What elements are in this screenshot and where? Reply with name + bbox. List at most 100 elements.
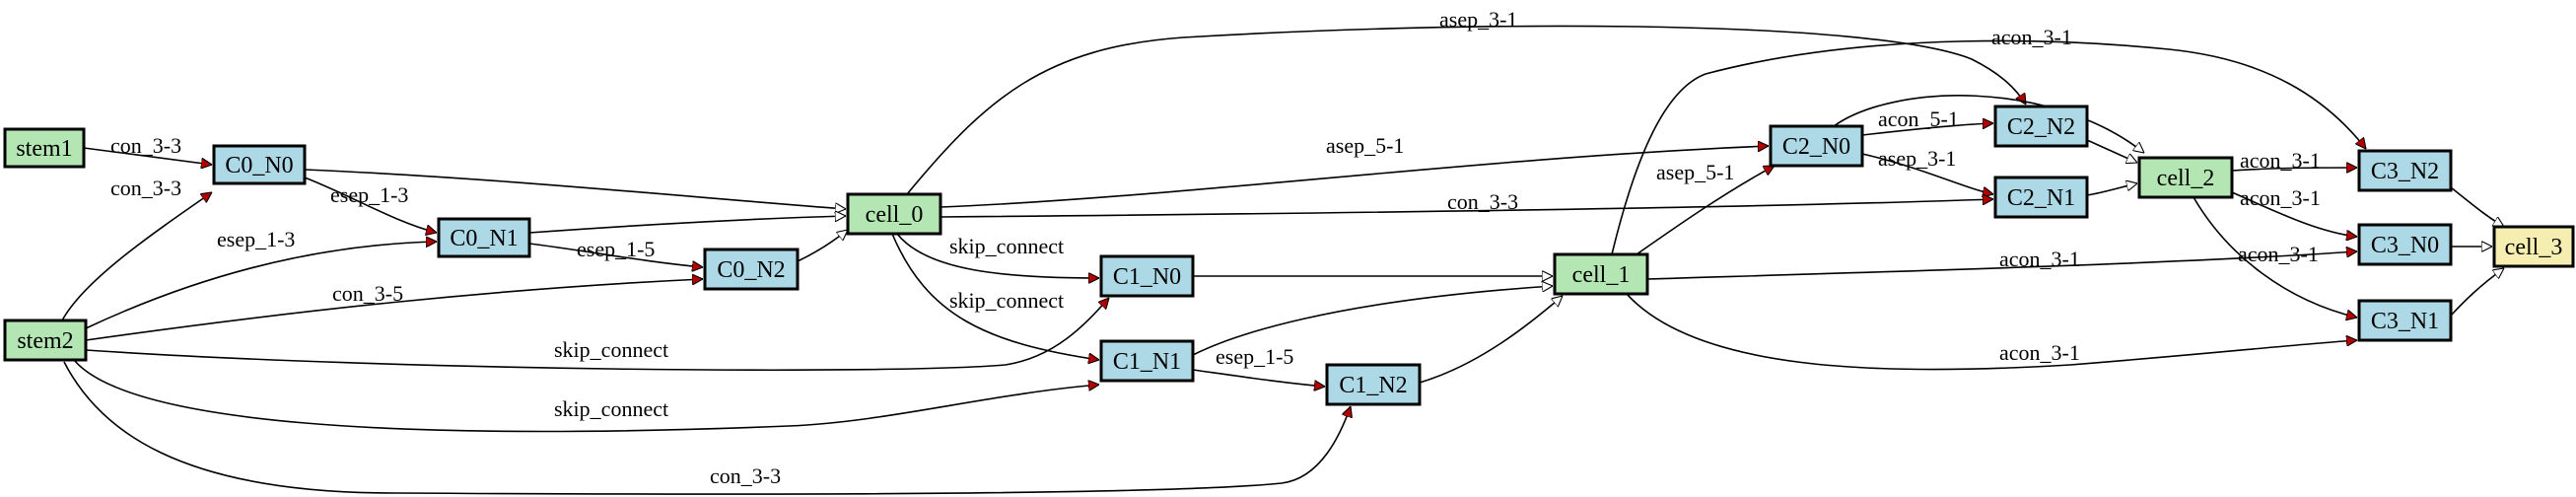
edge-C0_N0-to-cell_0 [304,169,846,209]
node-label: C2_N1 [2007,185,2075,211]
node-c2-n2: C2_N2 [1993,105,2089,148]
edge-line [61,192,212,321]
node-stem1: stem1 [3,127,86,169]
node-label: cell_3 [2505,235,2563,260]
edge-line [85,279,703,341]
edge-line [1833,95,2144,153]
node-box [3,127,86,169]
node-label: C1_N2 [1339,373,1407,398]
edge-line [2231,191,2357,237]
node-c3-n0: C3_N0 [2357,223,2453,266]
edge-stem2-to-C1_N1: skip_connect [73,359,1099,433]
edge-label: esep_1-5 [577,237,655,261]
edge-line [2450,186,2504,228]
edge-stem2-to-C0_N1: esep_1-3 [85,227,437,329]
edge-label: con_3-5 [332,281,403,306]
edge-label: acon_3-1 [1999,340,2080,365]
node-c2-n1: C2_N1 [1993,176,2089,219]
node-cell-1: cell_1 [1553,252,1649,296]
edge-line [1192,369,1325,387]
edge-stem1-to-C0_N0: con_3-3 [83,133,212,165]
edge-label: acon_5-1 [1878,106,1959,131]
edge-label: acon_3-1 [1991,25,2072,49]
edge-C0_N0-to-C0_N1: esep_1-3 [304,177,437,233]
node-box [212,144,307,185]
node-box [3,319,88,362]
edge-C2_N1-to-cell_2 [2086,183,2137,196]
edge-C3_N1-to-cell_3 [2450,268,2504,317]
edge-cell_1-to-C3_N0: acon_3-1 [1646,247,2357,280]
node-c2-n0: C2_N0 [1769,124,1864,168]
edge-line [73,359,1099,433]
edge-line [2086,183,2137,196]
edge-label: acon_3-1 [2240,185,2321,210]
edge-C2_N0-to-C2_N2: acon_5-1 [1861,106,1993,136]
edges-layer: con_3-3con_3-3esep_1-3esep_1-3con_3-5ese… [61,7,2504,495]
edge-cell_0-to-C2_N2: asep_3-1 [906,7,2027,195]
edge-line [528,216,846,234]
edge-line [2450,268,2504,317]
node-c1-n1: C1_N1 [1099,339,1195,383]
edge-stem2-to-C0_N0: con_3-3 [61,176,212,321]
edge-label: esep_1-3 [330,182,408,207]
edge-cell_0-to-C1_N0: skip_connect [896,233,1099,278]
node-label: C0_N2 [717,257,785,283]
node-box [703,248,800,291]
node-label: cell_1 [1572,262,1631,288]
edge-line [1611,39,2366,255]
node-label: stem1 [16,136,72,162]
edge-C3_N2-to-cell_3 [2450,186,2504,228]
node-c0-n0: C0_N0 [212,144,307,185]
edge-line [891,233,1099,360]
node-label: cell_2 [2157,166,2215,191]
node-label: C1_N0 [1113,264,1181,290]
node-box [2357,223,2453,266]
node-c3-n1: C3_N1 [2357,299,2453,342]
node-c1-n2: C1_N2 [1325,363,1422,406]
node-box [2357,149,2453,192]
node-box [1325,363,1422,406]
edge-line [2086,139,2137,163]
nodes-layer: stem1stem2C0_N0C0_N1C0_N2cell_0C1_N0C1_N… [3,105,2575,406]
node-box [1993,105,2089,148]
edge-cell_1-to-C3_N1: acon_3-1 [1626,293,2357,371]
node-label: C3_N2 [2371,159,2439,184]
edge-line [304,177,437,233]
edge-cell_1-to-C2_N0: asep_5-1 [1636,160,1775,255]
edge-label: esep_1-5 [1216,344,1293,369]
edge-line [940,199,1993,218]
edge-line [797,230,848,262]
edge-C2_N0-to-C2_N1: asep_3-1 [1861,146,1993,194]
edge-cell_2-to-C3_N0: acon_3-1 [2231,185,2357,237]
edge-line [85,242,437,329]
edge-label: skip_connect [949,288,1064,313]
node-cell-2: cell_2 [2137,156,2234,199]
edge-C0_N1-to-C0_N2: esep_1-5 [528,237,703,267]
node-box [437,217,531,258]
edge-label: con_3-3 [1447,189,1518,214]
edge-label: acon_3-1 [2240,148,2321,173]
edge-C0_N1-to-cell_0 [528,216,846,234]
edge-cell_1-to-C3_N2: acon_3-1 [1611,25,2366,255]
node-c1-n0: C1_N0 [1099,254,1195,298]
edge-line [1646,251,2357,280]
node-box [1099,254,1195,298]
edge-label: skip_connect [554,396,668,421]
edge-label: skip_connect [554,337,668,362]
edge-line [1626,293,2357,371]
node-box [2357,299,2453,342]
edge-stem2-to-C1_N0: skip_connect [85,298,1109,372]
edge-label: skip_connect [949,234,1064,258]
edge-C2_N0-to-cell_2 [1833,95,2144,153]
edge-line [304,169,846,209]
edge-line [528,243,703,267]
edge-C1_N1-to-cell_1 [1192,286,1553,356]
edge-line [2231,168,2357,171]
node-label: cell_0 [866,202,924,228]
node-c0-n2: C0_N2 [703,248,800,291]
node-box [2137,156,2234,199]
edge-label: asep_5-1 [1326,133,1404,158]
edge-line [1636,165,1775,255]
edge-line [83,147,212,165]
